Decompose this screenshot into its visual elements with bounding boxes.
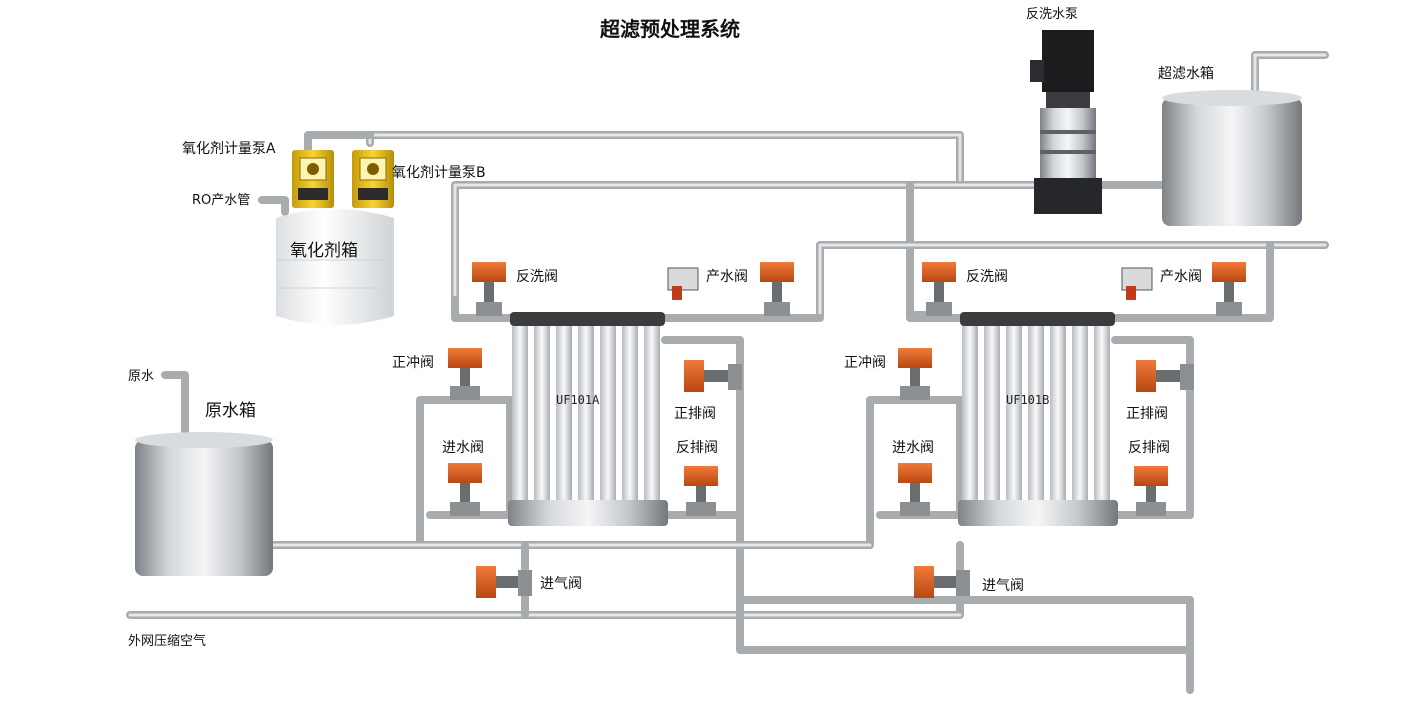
valve-b-product-label: 产水阀 xyxy=(1160,269,1202,285)
valve-a-forward-flush-label: 正冲阀 xyxy=(392,355,434,371)
dosing-pump-a xyxy=(292,150,334,208)
raw-water-tank xyxy=(135,432,273,576)
dosing-pump-a-label: 氧化剂计量泵A xyxy=(182,141,276,157)
dosing-pump-b-label: 氧化剂计量泵B xyxy=(392,165,486,181)
uf-water-tank xyxy=(1162,90,1302,226)
raw-tank-label: 原水箱 xyxy=(205,401,256,421)
dosing-pump-b xyxy=(352,150,394,208)
raw-water-label: 原水 xyxy=(128,369,154,384)
uf-b-membranes xyxy=(962,326,1110,516)
uf-a-membranes xyxy=(512,326,660,516)
valve-b-inlet-label: 进水阀 xyxy=(892,440,934,456)
valve-a-backwash[interactable] xyxy=(472,262,506,316)
valve-b-forward-drain[interactable] xyxy=(1136,360,1194,392)
valve-a-backwash-label: 反洗阀 xyxy=(516,269,558,285)
backwash-pump-label: 反洗水泵 xyxy=(1026,7,1078,22)
valve-b-back-drain-label: 反排阀 xyxy=(1128,440,1170,456)
ro-pipe-label: RO产水管 xyxy=(192,193,250,208)
compressed-air-label: 外网压缩空气 xyxy=(128,633,206,649)
valve-a-product[interactable] xyxy=(760,262,794,316)
valve-a-air-inlet-label: 进气阀 xyxy=(540,576,582,592)
valve-b-product[interactable] xyxy=(1212,262,1246,316)
valve-a-product-solenoid[interactable] xyxy=(667,267,699,300)
valve-a-product-label: 产水阀 xyxy=(706,269,748,285)
valve-b-backwash[interactable] xyxy=(922,262,956,316)
valve-b-forward-drain-label: 正排阀 xyxy=(1126,406,1168,422)
valve-a-back-drain-label: 反排阀 xyxy=(676,440,718,456)
valve-a-inlet[interactable] xyxy=(448,463,482,516)
valve-a-inlet-label: 进水阀 xyxy=(442,440,484,456)
valve-a-back-drain[interactable] xyxy=(684,466,718,516)
valve-b-backwash-label: 反洗阀 xyxy=(966,269,1008,285)
uf-b-name: UF101B xyxy=(1006,393,1049,407)
valve-a-forward-drain[interactable] xyxy=(684,360,742,392)
valve-b-air-inlet-label: 进气阀 xyxy=(982,578,1024,594)
backwash-pump xyxy=(1030,30,1102,214)
valve-b-forward-flush-label: 正冲阀 xyxy=(844,355,886,371)
uf-unit-b xyxy=(958,312,1118,526)
oxidant-tank xyxy=(276,209,394,325)
valve-a-forward-drain-label: 正排阀 xyxy=(674,406,716,422)
valve-b-inlet[interactable] xyxy=(898,463,932,516)
valve-b-forward-flush[interactable] xyxy=(898,348,932,400)
oxidant-tank-label: 氧化剂箱 xyxy=(290,241,358,261)
uf-unit-a xyxy=(508,312,668,526)
uf-a-name: UF101A xyxy=(556,393,600,407)
uf-tank-label: 超滤水箱 xyxy=(1158,66,1214,82)
page-title: 超滤预处理系统 xyxy=(599,17,740,41)
valve-a-air-inlet[interactable] xyxy=(476,566,532,598)
valve-b-back-drain[interactable] xyxy=(1134,466,1168,516)
valve-a-forward-flush[interactable] xyxy=(448,348,482,400)
valve-b-product-solenoid[interactable] xyxy=(1121,267,1153,300)
valve-b-air-inlet[interactable] xyxy=(914,566,970,598)
